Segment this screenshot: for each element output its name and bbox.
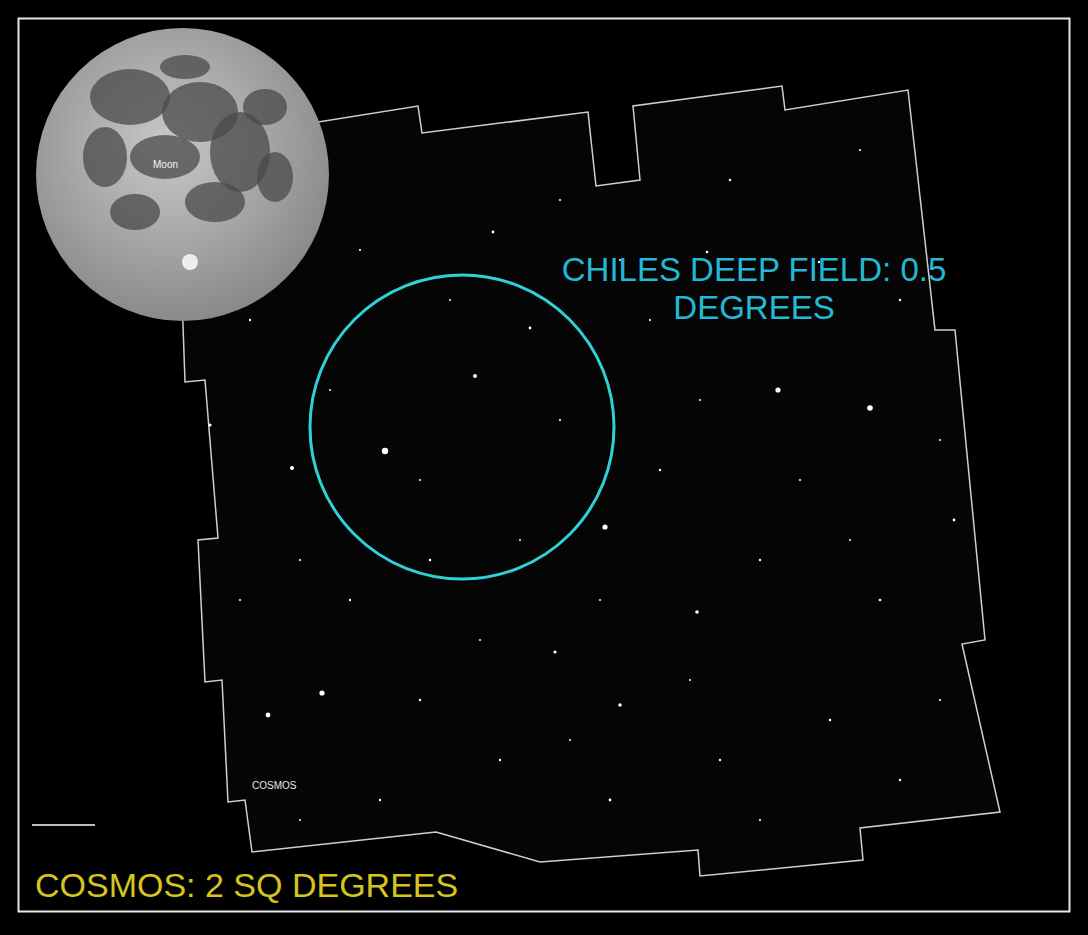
star [775,387,780,392]
moon-mare [110,194,160,230]
moon-mare [130,135,200,179]
star [419,479,421,481]
moon-mare [243,89,287,125]
star [867,405,873,411]
star [939,439,941,441]
field-title: CHILES DEEP FIELD: 0.5 DEGREES [544,251,964,327]
moon-mare [185,182,245,222]
field-label: COSMOS [252,780,296,791]
deep-field-circle-outline [308,273,616,581]
moon-mare [90,69,170,125]
star [569,739,571,741]
star [473,374,477,378]
star [939,699,941,701]
star [319,690,324,695]
star [618,703,622,707]
star [609,799,612,802]
star [699,399,701,401]
star [599,599,601,601]
star [729,179,731,181]
star [859,149,861,151]
star [529,327,532,330]
outer-frame [19,19,1070,912]
star [602,524,607,529]
star [299,559,301,561]
moon-label: Moon [153,159,178,170]
star [559,199,561,201]
star [249,319,251,321]
moon-image-outline [35,27,330,322]
star [899,779,901,781]
star [799,479,801,481]
moon-image: Moon [35,27,330,322]
star [695,610,699,614]
star [382,448,388,454]
deep-field-ring [310,275,614,579]
deep-field-circle: CHILES DEEP FIELD: 0.5 DEGREES [308,273,616,581]
star [553,650,556,653]
moon-mare [160,55,210,79]
star [379,799,381,801]
star [239,599,241,601]
star [719,759,721,761]
star [266,713,271,718]
star [492,231,495,234]
star [829,719,832,722]
coverage-label: COSMOS: 2 SQ DEGREES [35,866,458,905]
star [953,519,956,522]
star [659,469,661,471]
star [899,299,901,301]
moon-disc [36,28,329,321]
star [449,299,451,301]
star [419,699,421,701]
moon-crater [182,254,198,270]
star [499,759,501,761]
moon-mare [83,127,127,187]
star [349,599,351,601]
scale-bar [32,824,95,826]
star [299,819,301,821]
star [759,559,761,561]
star [519,539,521,541]
star [849,539,851,541]
star [359,249,361,251]
star [329,389,331,391]
star [689,679,691,681]
star [559,419,561,421]
star [649,319,651,321]
star [208,423,211,426]
star [429,559,432,562]
star [879,599,882,602]
star [479,639,481,641]
moon-mare [257,152,293,202]
star [759,819,761,821]
star [290,466,294,470]
